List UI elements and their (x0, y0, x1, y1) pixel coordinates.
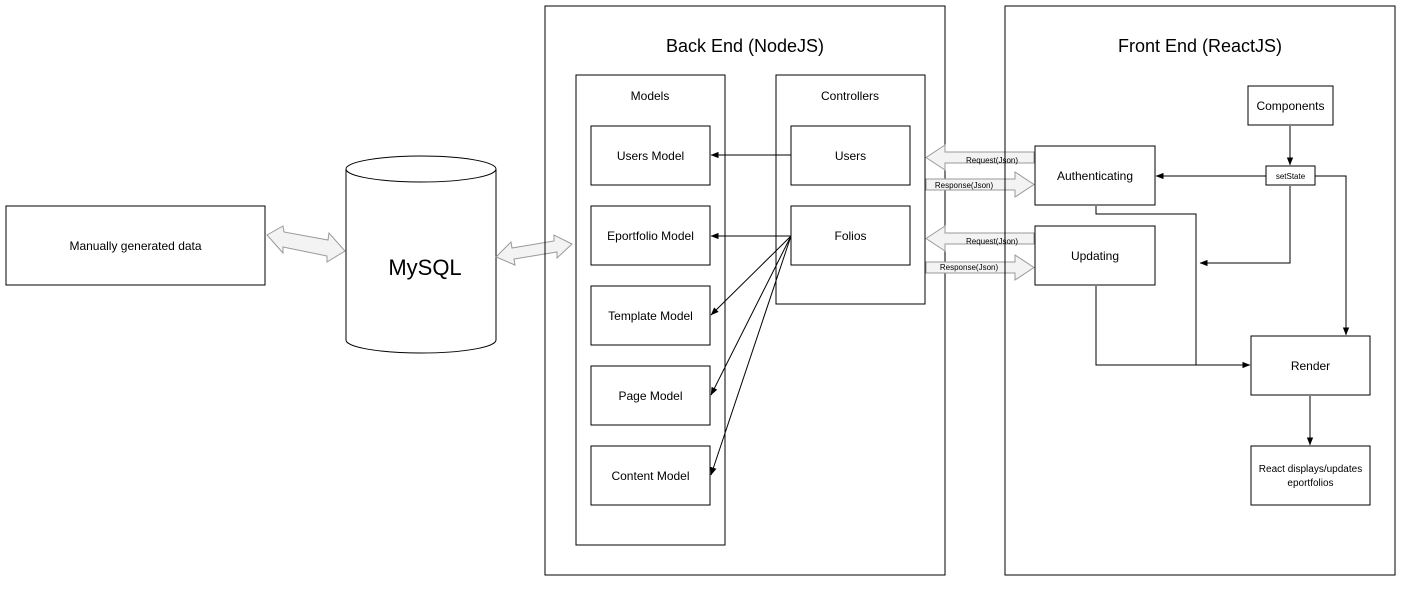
model-label-users: Users Model (617, 149, 684, 163)
arrow-authenticating-to-render (1095, 206, 1197, 365)
updating-box (1034, 225, 1156, 286)
model-box-content (590, 445, 711, 506)
authenticating-box (1034, 145, 1156, 206)
components-box (1247, 85, 1334, 126)
fat-arrow-request-update (925, 225, 1035, 252)
setstate-label: setState (1276, 172, 1306, 181)
fat-arrow-mysql-backend (495, 234, 573, 266)
display-label-line2: eportfolios (1287, 478, 1333, 489)
model-box-template (590, 285, 711, 346)
models-title: Models (631, 89, 670, 103)
updating-label: Updating (1071, 249, 1119, 263)
frontend-title: Front End (ReactJS) (1118, 36, 1282, 56)
components-label: Components (1256, 99, 1324, 113)
setstate-box (1265, 165, 1316, 186)
controller-model-arrows (710, 151, 792, 476)
backend-title: Back End (NodeJS) (666, 36, 824, 56)
request-auth-label: Request(Json) (966, 156, 1018, 165)
arrow-folios-to-content-model (710, 235, 792, 476)
model-label-content: Content Model (611, 469, 689, 483)
model-box-page (590, 365, 711, 426)
frontend-container (1004, 5, 1396, 576)
request-update-label: Request(Json) (966, 237, 1018, 246)
render-label: Render (1291, 359, 1330, 373)
controller-label-folios: Folios (834, 229, 866, 243)
response-auth-label: Response(Json) (935, 181, 994, 190)
arrow-folios-to-page-model (710, 235, 792, 396)
manual-data-box (5, 205, 266, 286)
fat-arrow-request-auth (925, 144, 1035, 171)
render-box (1250, 335, 1371, 396)
controller-box-users (790, 125, 911, 186)
controllers-title: Controllers (821, 89, 879, 103)
backend-container (544, 5, 946, 576)
model-box-eportfolio (590, 205, 711, 266)
frontend-connectors (1095, 126, 1350, 446)
model-box-users (590, 125, 711, 186)
arrow-folios-to-template-model (710, 235, 792, 316)
arrow-setstate-to-updating (1199, 186, 1291, 267)
manual-data-label: Manually generated data (69, 239, 201, 253)
controllers-panel (775, 74, 926, 305)
model-label-template: Template Model (608, 309, 693, 323)
arrow-updating-to-render (1095, 286, 1251, 369)
display-box (1250, 445, 1371, 506)
response-update-label: Response(Json) (940, 263, 999, 272)
mysql-database (345, 155, 497, 354)
fat-arrow-response-update (925, 254, 1035, 281)
mysql-label: MySQL (388, 255, 461, 280)
model-label-page: Page Model (618, 389, 682, 403)
display-label-line1: React displays/updates (1259, 464, 1362, 475)
controller-label-users: Users (835, 149, 866, 163)
model-label-eportfolio: Eportfolio Model (607, 229, 694, 243)
arrow-setstate-to-render (1315, 175, 1350, 336)
fat-arrow-data-mysql (266, 225, 346, 263)
fat-arrow-response-auth (925, 171, 1035, 198)
authenticating-label: Authenticating (1057, 169, 1133, 183)
